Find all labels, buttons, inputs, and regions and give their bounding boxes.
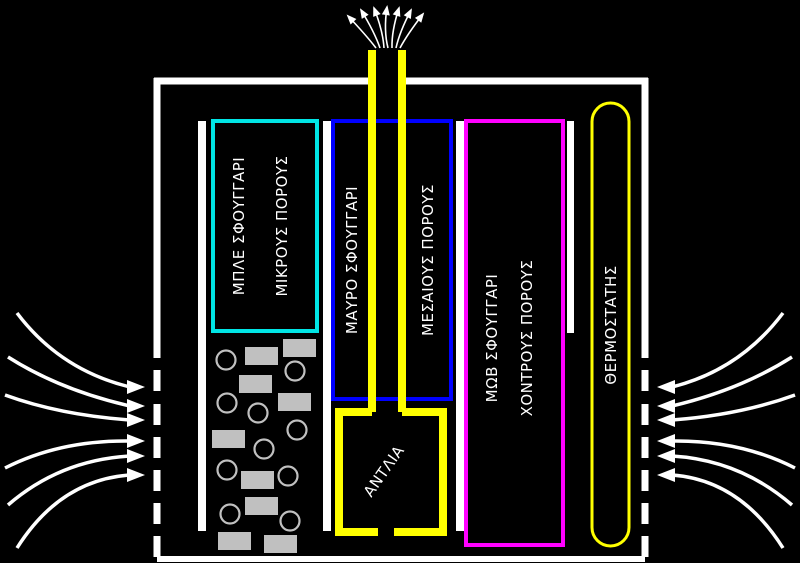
- inflow-arrow: [4, 439, 131, 470]
- inflow-arrow: [4, 393, 131, 422]
- blue-sponge-label-2: ΜΙΚΡΟΥΣ ΠΟΡΟΥΣ: [273, 155, 291, 296]
- filter-media: [212, 339, 316, 553]
- intake-slot-segment: [153, 370, 161, 391]
- black-sponge-label-2: ΜΕΣΑΙΟΥΣ ΠΟΡΟΥΣ: [419, 184, 437, 336]
- thermostat-label: ΘΕΡΜΟΣΤΑΤΗΣ: [602, 265, 620, 384]
- intake-slot-segment: [153, 470, 161, 491]
- arrowhead: [127, 449, 145, 463]
- ceramic-block: [245, 497, 278, 515]
- intake-slot-segment: [641, 437, 649, 458]
- purple-sponge: ΜΩΒ ΣΦΟΥΓΓΑΡΙ ΧΟΝΤΡΟΥΣ ΠΟΡΟΥΣ: [464, 119, 565, 547]
- inflow-arrow: [671, 393, 796, 422]
- inflow-arrows-left: [4, 311, 145, 549]
- intake-slot-segment: [153, 404, 161, 425]
- arrowhead: [127, 468, 145, 482]
- inflow-arrow: [671, 473, 785, 549]
- purple-sponge-label-1: ΜΩΒ ΣΦΟΥΓΓΑΡΙ: [483, 274, 501, 403]
- arrowhead: [657, 413, 675, 427]
- intake-slot-segment: [153, 437, 161, 458]
- arrowhead: [127, 434, 145, 448]
- arrowhead: [657, 434, 675, 448]
- ceramic-block: [278, 393, 311, 411]
- purple-sponge-label-2: ΧΟΝΤΡΟΥΣ ΠΟΡΟΥΣ: [518, 260, 536, 417]
- arrowhead: [127, 413, 145, 427]
- bio-ring: [216, 459, 238, 481]
- ceramic-block: [283, 339, 316, 357]
- arrowhead: [127, 399, 145, 413]
- right-intake-slots: [641, 370, 649, 557]
- bio-ring: [277, 465, 299, 487]
- arrowhead: [657, 399, 675, 413]
- inflow-arrow: [6, 454, 131, 507]
- bio-ring: [253, 438, 275, 460]
- pump-label: ΑΝΤΛΙΑ: [360, 442, 408, 501]
- arrowhead: [346, 14, 357, 25]
- filter-housing: [153, 77, 649, 562]
- inflow-arrow: [671, 439, 796, 470]
- bio-ring: [279, 510, 301, 532]
- left-intake-slots: [153, 370, 161, 557]
- purple-sponge-box: [464, 119, 565, 547]
- black-sponge-box: [331, 119, 453, 401]
- divider-wall-3: [456, 121, 464, 531]
- bio-ring: [219, 503, 241, 525]
- divider-wall-2: [323, 121, 331, 531]
- arrowhead: [373, 6, 381, 17]
- ceramic-block: [264, 535, 297, 553]
- inflow-arrow: [15, 311, 131, 389]
- divider-wall-4: [567, 121, 574, 333]
- arrowhead: [359, 8, 369, 19]
- blue-sponge-label-1: ΜΠΛΕ ΣΦΟΥΓΓΑΡΙ: [230, 157, 248, 295]
- bio-ring: [284, 360, 306, 382]
- inflow-arrow: [671, 454, 794, 507]
- inflow-arrows-right: [657, 311, 796, 549]
- arrowhead: [381, 5, 390, 16]
- thermostat-body: [590, 101, 631, 548]
- bio-ring: [247, 402, 269, 424]
- blue-sponge: ΜΠΛΕ ΣΦΟΥΓΓΑΡΙ ΜΙΚΡΟΥΣ ΠΟΡΟΥΣ: [211, 119, 319, 333]
- arrowhead: [657, 468, 675, 482]
- thermostat: ΘΕΡΜΟΣΤΑΤΗΣ: [590, 101, 631, 548]
- inflow-arrow: [7, 355, 131, 408]
- bio-ring: [216, 392, 238, 414]
- intake-slot-segment: [153, 503, 161, 524]
- pump-housing: [335, 408, 447, 536]
- inflow-arrow: [671, 355, 793, 408]
- arrowhead: [657, 380, 675, 394]
- inflow-arrow: [15, 473, 131, 549]
- arrowhead: [414, 12, 425, 23]
- black-sponge-label-1: ΜΑΥΡΟ ΣΦΟΥΓΓΑΡΙ: [343, 186, 361, 334]
- arrowhead: [403, 8, 412, 19]
- intake-slot-segment: [153, 536, 161, 557]
- intake-slot-segment: [641, 503, 649, 524]
- blue-sponge-box: [211, 119, 319, 333]
- intake-slot-segment: [641, 470, 649, 491]
- ceramic-block: [212, 430, 245, 448]
- intake-slot-segment: [641, 404, 649, 425]
- bio-ring: [286, 419, 308, 441]
- ceramic-block: [218, 532, 251, 550]
- ceramic-block: [241, 471, 274, 489]
- intake-slot-segment: [641, 370, 649, 391]
- black-sponge: ΜΑΥΡΟ ΣΦΟΥΓΓΑΡΙ ΜΕΣΑΙΟΥΣ ΠΟΡΟΥΣ: [331, 119, 453, 401]
- arrowhead: [127, 380, 145, 394]
- intake-slot-segment: [641, 536, 649, 557]
- arrowhead: [657, 449, 675, 463]
- arrowhead: [392, 6, 401, 17]
- ceramic-block: [245, 347, 278, 365]
- bio-ring: [215, 349, 237, 371]
- inflow-arrow: [671, 311, 785, 389]
- ceramic-block: [239, 375, 272, 393]
- outflow-arrows-top: [346, 5, 425, 49]
- divider-wall-1: [198, 121, 206, 531]
